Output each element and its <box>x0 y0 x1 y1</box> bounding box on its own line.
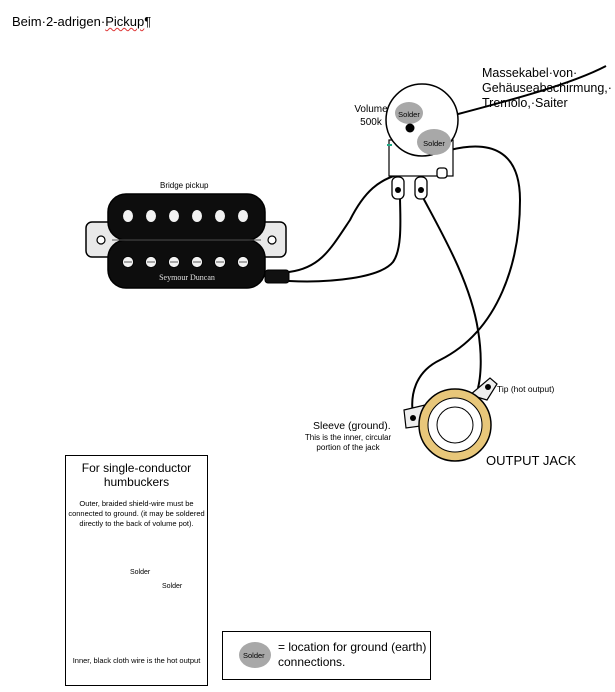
inset-body: Outer, braided shield-wire must be conne… <box>68 499 205 528</box>
inset-solder-label-2: Solder <box>162 583 183 590</box>
solder-label-top: Solder <box>398 110 420 119</box>
mounting-screw-left <box>96 235 106 245</box>
pot-ground-to-jack <box>411 145 522 416</box>
bridge-pickup-label: Bridge pickup <box>160 181 209 190</box>
legend-box: Solder = location for ground (earth) con… <box>222 631 431 680</box>
hot-wire-pickup-to-pot <box>288 174 398 273</box>
legend-solder-label: Solder <box>243 651 265 660</box>
volume-value: 500k <box>360 117 382 128</box>
title-prefix: Beim·2-adrigen· <box>12 14 106 29</box>
solder-blob-lower <box>417 129 451 155</box>
document-title: Beim·2-adrigen·Pickup¶ <box>12 14 151 29</box>
bottom-coil-pole-screws <box>122 256 249 268</box>
jack-tip-lug <box>468 377 498 401</box>
ground-wire-pickup-to-pot <box>288 195 402 283</box>
top-coil-pole-pieces <box>123 210 248 222</box>
pickup-cable-end <box>264 269 290 284</box>
jack-sleeve-title: Sleeve (ground). <box>313 420 391 432</box>
output-jack <box>403 377 498 462</box>
legend-solder-swatch <box>239 642 271 668</box>
inset-footer: Inner, black cloth wire is the hot outpu… <box>72 656 201 665</box>
solder-blob-top <box>395 102 423 124</box>
output-jack-label: OUTPUT JACK <box>486 453 577 468</box>
pickup-brand: Seymour Duncan <box>159 273 215 282</box>
title-word: Pickup <box>105 14 145 29</box>
jack-tip-label: Tip (hot output) <box>497 384 555 394</box>
inset-solder-label-1: Solder <box>130 569 151 576</box>
jack-sleeve-description: This is the inner, circular portion of t… <box>304 433 392 452</box>
paragraph-mark: ¶ <box>144 14 152 29</box>
inset-title: For single-conductor humbuckers <box>81 461 192 489</box>
bridge-pickup: Seymour Duncan <box>85 193 290 289</box>
single-conductor-inset: For single-conductor humbuckers Outer, b… <box>65 455 208 686</box>
mounting-screw-right <box>267 235 277 245</box>
legend-text: = location for ground (earth) connection… <box>278 640 427 669</box>
solder-label-lower: Solder <box>423 139 445 148</box>
volume-label: Volume <box>354 104 388 115</box>
volume-pot-label: Volume 500k <box>346 103 396 129</box>
ground-wire-annotation: Massekabel·von· Gehäuseabschirmung,· Tre… <box>482 66 612 110</box>
pot-to-jack-hot <box>419 191 482 389</box>
ground-wire-solder-point <box>405 123 415 133</box>
volume-pot: Solder Solder <box>385 83 459 200</box>
